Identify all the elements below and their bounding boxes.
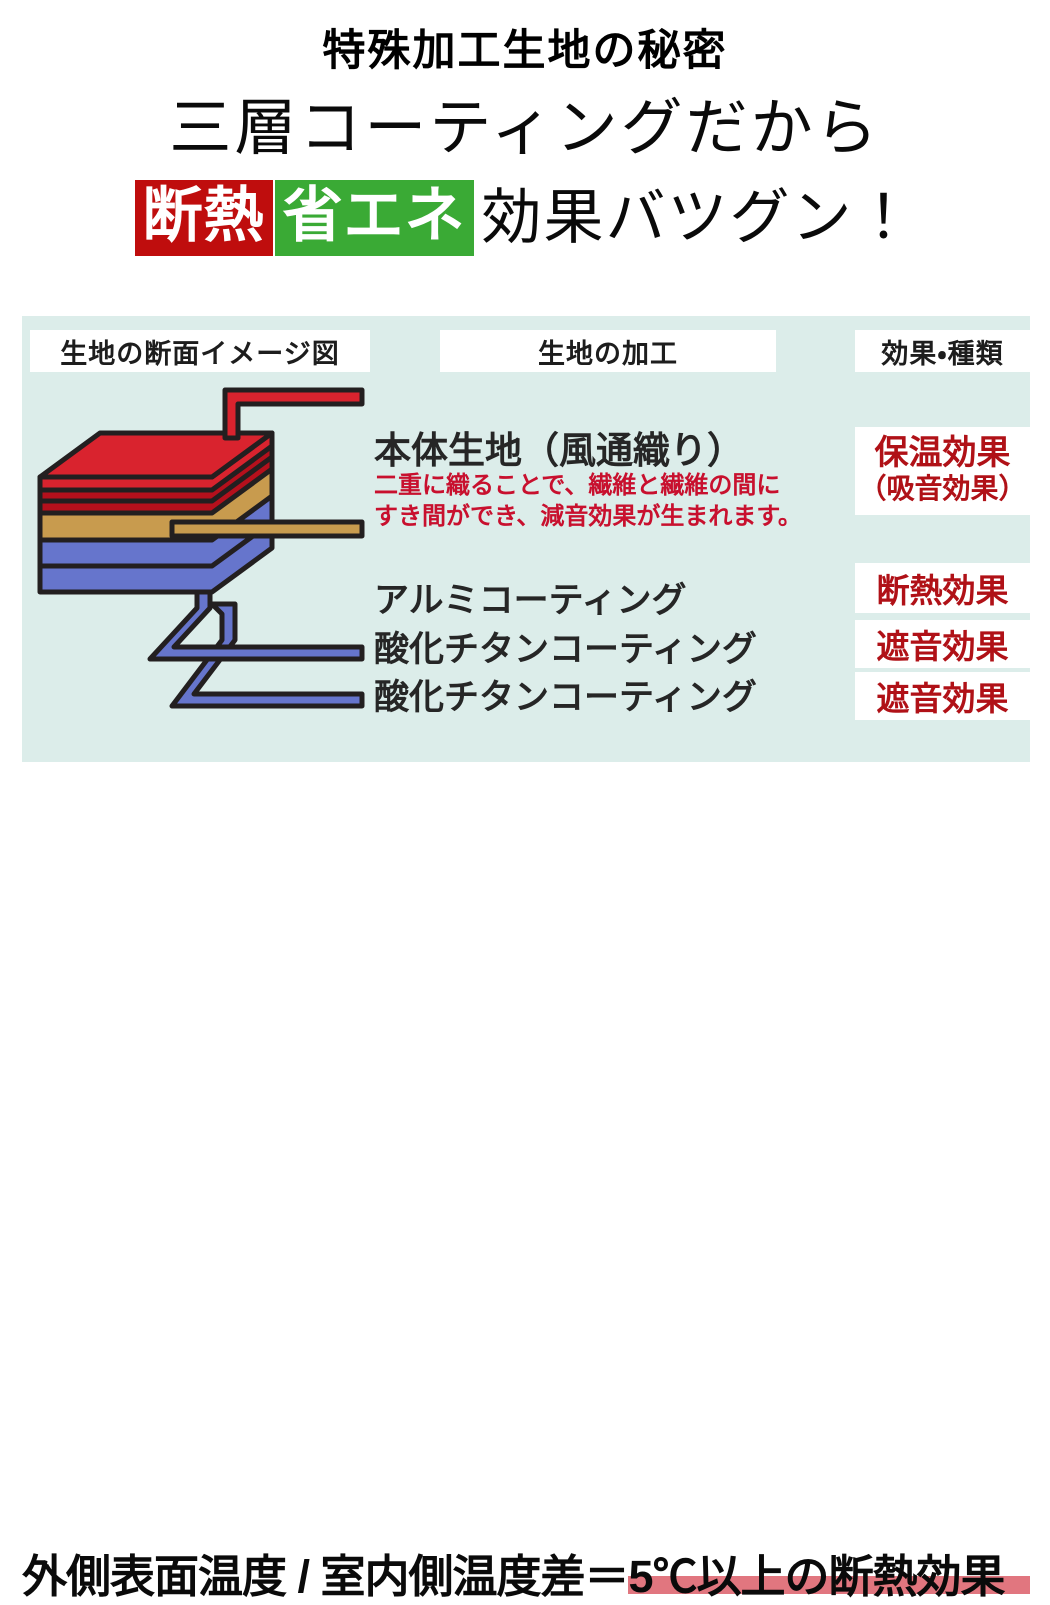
effect-badge-1-main: 保温効果: [874, 434, 1011, 473]
effect-badge-3: 遮音効果: [855, 620, 1030, 668]
headline-line-2: 三層コーティングだから: [169, 95, 881, 163]
diagram-panel: 生地の断面イメージ図 生地の加工 効果・種類: [22, 316, 1030, 762]
process-label-3: 酸化チタンコーティング: [374, 630, 757, 669]
footer-block: 外側表面温度 / 室内側温度差＝5℃以上の断熱効果: [0, 768, 1050, 1602]
effect-badge-2: 断熱効果: [855, 563, 1030, 613]
process-label-2: アルミコーティング: [374, 581, 687, 620]
column-header-cross-section: 生地の断面イメージ図: [30, 330, 370, 372]
layer-top-face-red: [37, 430, 275, 480]
effect-badge-1: 保温効果 （吸音効果）: [855, 427, 1030, 515]
headline-line-3: 断熱省エネ効果バツグン！: [0, 180, 1050, 256]
leader-line-layer-4: [169, 601, 365, 709]
column-header-processing: 生地の加工: [440, 330, 776, 372]
effect-badge-4: 遮音効果: [855, 672, 1030, 720]
process-label-1: 本体生地（風通織り）: [374, 430, 744, 471]
kicker-text: 特殊加工生地の秘密: [322, 28, 728, 75]
process-label-4: 酸化チタンコーティング: [374, 678, 757, 717]
fabric-cross-section-illustration: [37, 387, 365, 709]
column-header-effect-type: 効果・種類: [855, 330, 1030, 372]
headline-block: 特殊加工生地の秘密 三層コーティングだから 断熱省エネ効果バツグン！: [0, 0, 1050, 300]
headline-tail: 効果バツグン！: [481, 185, 916, 251]
leader-line-layer-2: [169, 519, 365, 539]
effect-badge-1-sub: （吸音効果）: [858, 473, 1027, 505]
chip-shoene: 省エネ: [274, 180, 474, 256]
footer-text: 外側表面温度 / 室内側温度差＝5℃以上の断熱効果: [22, 1551, 1006, 1602]
chip-dannetsu: 断熱: [134, 180, 273, 256]
process-note-1: 二重に織ることで、繊維と繊維の間に すき間ができ、減音効果が生まれます。: [374, 472, 802, 530]
leader-line-layer-1: [222, 387, 365, 441]
